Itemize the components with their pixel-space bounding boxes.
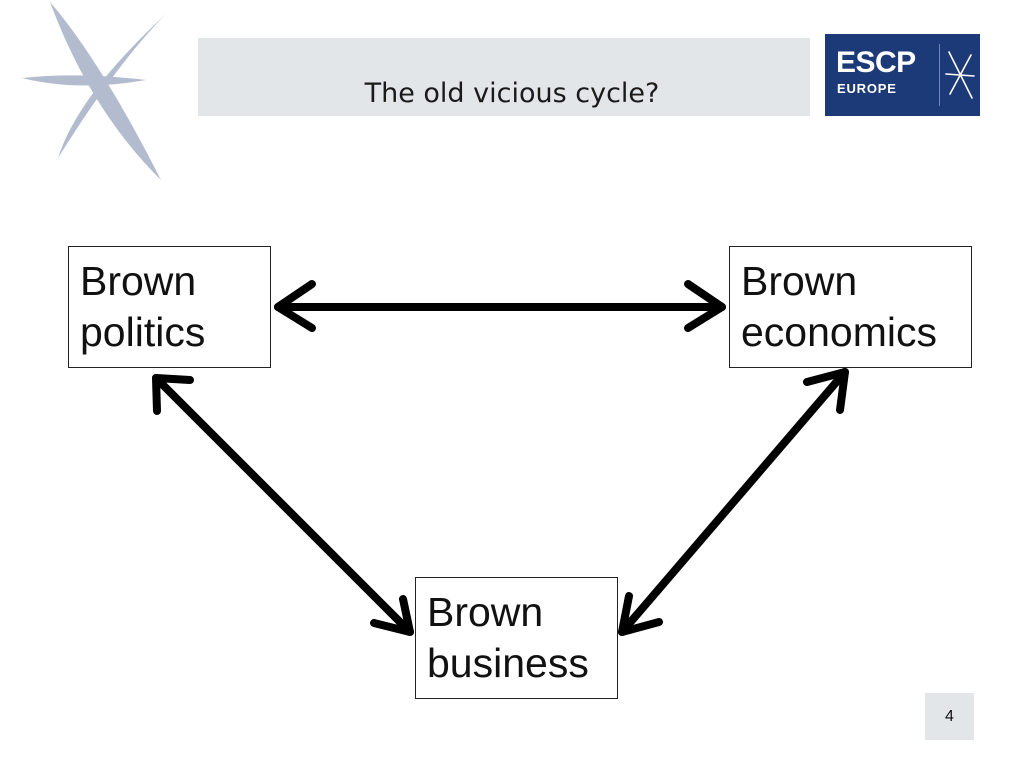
- escp-europe-logo: ESCP EUROPE: [825, 34, 980, 116]
- node-label-line1: Brown: [427, 589, 544, 635]
- logo-main-text: ESCP: [836, 46, 916, 79]
- node-brown-politics: Brown politics: [68, 246, 271, 368]
- node-label-line1: Brown: [80, 258, 197, 304]
- logo-divider: [939, 44, 940, 106]
- title-bar: [198, 38, 810, 116]
- arrow-economics-business: [618, 368, 849, 636]
- node-label-line2: business: [427, 640, 589, 686]
- logo-star-icon: [945, 51, 975, 99]
- node-brown-business: Brown business: [415, 577, 618, 699]
- logo-sub-text: EUROPE: [837, 81, 897, 96]
- node-label-line1: Brown: [741, 258, 858, 304]
- node-brown-economics: Brown economics: [729, 246, 972, 368]
- arrow-politics-economics: [274, 280, 726, 332]
- arrow-politics-business: [152, 374, 414, 636]
- page-number: 4: [925, 693, 974, 740]
- slide-title: The old vicious cycle?: [364, 78, 660, 109]
- node-label-line2: economics: [741, 309, 937, 355]
- star-logo-icon: [22, 2, 166, 180]
- node-label-line2: politics: [80, 309, 206, 355]
